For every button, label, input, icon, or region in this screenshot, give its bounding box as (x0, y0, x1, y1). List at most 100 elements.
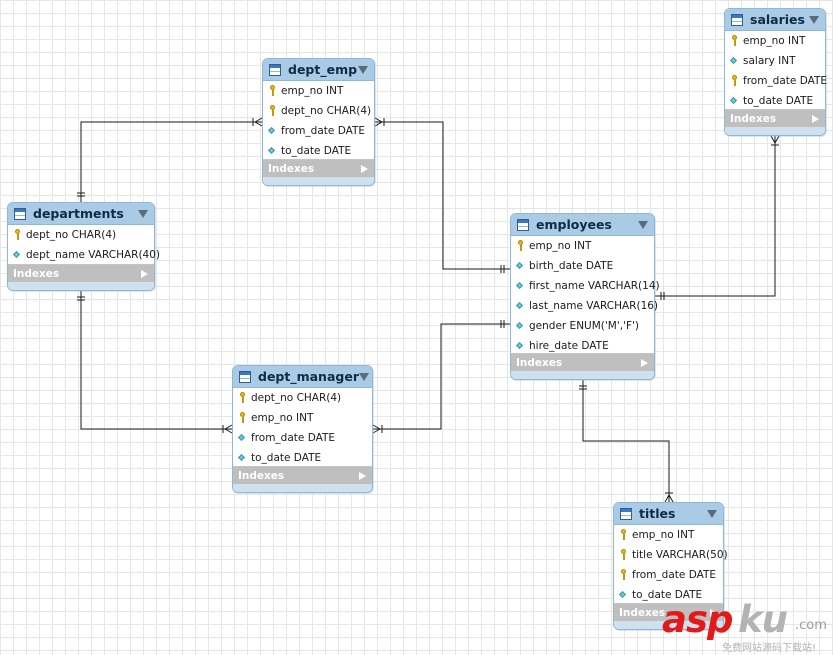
attribute-text: dept_no CHAR(4) (251, 392, 342, 404)
collapse-arrow-icon[interactable] (358, 372, 369, 381)
attribute-text: last_name VARCHAR(16) (529, 300, 659, 312)
link-departments-dept-emp[interactable] (77, 117, 263, 202)
attribute-row[interactable]: to_date DATE (263, 141, 374, 161)
primary-key-icon (619, 569, 629, 581)
attribute-row[interactable]: to_date DATE (233, 448, 372, 468)
attribute-row[interactable]: from_date DATE (725, 71, 828, 91)
indexes-label: Indexes (268, 162, 315, 175)
attribute-row[interactable]: emp_no INT (725, 31, 825, 51)
attribute-row[interactable]: to_date DATE (725, 91, 825, 111)
column-diamond-icon (516, 300, 526, 312)
attribute-row[interactable]: salary INT (725, 51, 825, 71)
table-departments[interactable]: departments dept_no CHAR(4)dept_name VAR… (7, 202, 160, 291)
column-diamond-icon (516, 260, 526, 272)
collapse-arrow-icon[interactable] (358, 65, 368, 74)
table-title: dept_emp (288, 62, 358, 77)
attribute-text: from_date DATE (632, 569, 717, 581)
table-title: dept_manager (258, 369, 359, 384)
attribute-text: title VARCHAR(50) (632, 549, 728, 561)
primary-key-icon (13, 229, 23, 241)
link-employees-dept-emp[interactable] (374, 117, 510, 273)
watermark-logo: asp ku .com 免费网站源码下载站! (662, 598, 833, 655)
indexes-section[interactable]: Indexes (614, 603, 723, 629)
table-title: employees (536, 217, 612, 232)
link-employees-dept-manager[interactable] (372, 320, 510, 434)
attribute-row[interactable]: birth_date DATE (511, 256, 654, 276)
column-diamond-icon (238, 452, 248, 464)
table-salaries[interactable]: salaries emp_no INT salary INT from_date D… (724, 8, 828, 136)
table-employees[interactable]: employees emp_no INT birth_date DATE first… (510, 213, 660, 380)
attribute-text: emp_no INT (743, 35, 806, 47)
link-employees-titles[interactable] (579, 380, 674, 503)
indexes-section[interactable]: Indexes (263, 159, 374, 185)
attribute-text: birth_date DATE (529, 260, 614, 272)
attribute-row[interactable]: first_name VARCHAR(14) (511, 276, 660, 296)
attribute-row[interactable]: emp_no INT (614, 525, 723, 545)
link-departments-dept-manager[interactable] (77, 291, 233, 434)
table-header[interactable]: salaries (725, 9, 825, 31)
table-header[interactable]: employees (511, 214, 654, 236)
attribute-row[interactable]: title VARCHAR(50) (614, 545, 728, 565)
indexes-section[interactable]: Indexes (233, 466, 372, 492)
expand-arrow-icon[interactable] (641, 358, 648, 367)
attribute-row[interactable]: emp_no INT (263, 81, 374, 101)
attribute-row[interactable]: to_date DATE (614, 585, 723, 605)
attribute-row[interactable]: dept_no CHAR(4) (8, 225, 154, 245)
indexes-section[interactable]: Indexes (511, 353, 654, 379)
primary-key-icon (619, 549, 629, 561)
attribute-row[interactable]: emp_no INT (233, 408, 372, 428)
table-title: salaries (750, 12, 805, 27)
column-diamond-icon (516, 340, 526, 352)
table-icon (239, 370, 251, 383)
table-icon (14, 207, 26, 220)
attribute-row[interactable]: from_date DATE (233, 428, 372, 448)
column-diamond-icon (268, 125, 278, 137)
table-header[interactable]: dept_emp (263, 59, 374, 81)
expand-arrow-icon[interactable] (361, 164, 368, 173)
table-header[interactable]: dept_manager (233, 366, 372, 388)
expand-arrow-icon[interactable] (359, 471, 366, 480)
attribute-row[interactable]: gender ENUM('M','F') (511, 316, 654, 336)
primary-key-icon (516, 240, 526, 252)
attribute-row[interactable]: from_date DATE (614, 565, 723, 585)
attribute-row[interactable]: dept_no CHAR(4) (233, 388, 372, 408)
watermark-brand-gray: ku (738, 598, 788, 641)
attribute-text: to_date DATE (632, 589, 703, 601)
collapse-arrow-icon[interactable] (638, 220, 648, 229)
link-employees-salaries[interactable] (655, 135, 780, 300)
attribute-text: to_date DATE (281, 145, 352, 157)
attribute-row[interactable]: hire_date DATE (511, 336, 654, 356)
primary-key-icon (238, 412, 248, 424)
table-header[interactable]: titles (614, 503, 723, 525)
indexes-section[interactable]: Indexes (8, 264, 154, 290)
indexes-label: Indexes (13, 267, 60, 280)
attribute-row[interactable]: dept_name VARCHAR(40) (8, 245, 160, 265)
indexes-section[interactable]: Indexes (725, 109, 825, 135)
watermark-brand-red: asp (662, 598, 733, 641)
indexes-label: Indexes (516, 356, 563, 369)
collapse-arrow-icon[interactable] (809, 15, 819, 24)
collapse-arrow-icon[interactable] (707, 509, 717, 518)
expand-arrow-icon[interactable] (710, 608, 717, 617)
attribute-row[interactable]: last_name VARCHAR(16) (511, 296, 658, 316)
expand-arrow-icon[interactable] (141, 269, 148, 278)
attribute-row[interactable]: from_date DATE (263, 121, 374, 141)
expand-arrow-icon[interactable] (812, 114, 819, 123)
collapse-arrow-icon[interactable] (138, 209, 148, 218)
primary-key-icon (730, 35, 740, 47)
primary-key-icon (238, 392, 248, 404)
indexes-label: Indexes (619, 606, 666, 619)
column-diamond-icon (516, 280, 526, 292)
table-titles[interactable]: titles emp_no INT title VARCHAR(50) from_d… (613, 502, 728, 630)
column-diamond-icon (268, 145, 278, 157)
attribute-row[interactable]: emp_no INT (511, 236, 654, 256)
attribute-text: hire_date DATE (529, 340, 609, 352)
attribute-row[interactable]: dept_no CHAR(4) (263, 101, 374, 121)
table-header[interactable]: departments (8, 203, 154, 225)
attribute-text: from_date DATE (743, 75, 828, 87)
